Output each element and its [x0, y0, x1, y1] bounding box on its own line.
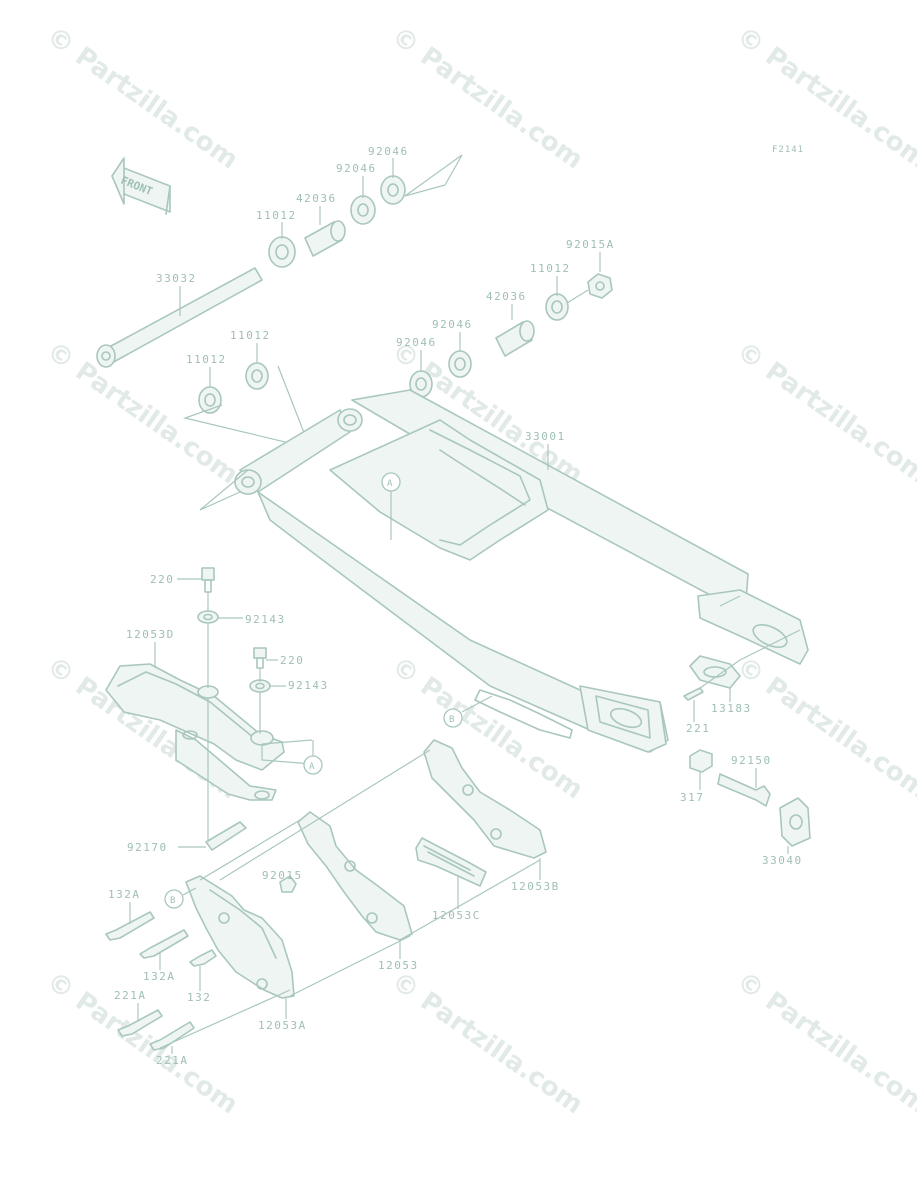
- part-label-11012: 11012: [530, 262, 571, 275]
- part-label-11012: 11012: [256, 209, 297, 222]
- part-label-92150: 92150: [731, 754, 772, 767]
- callout-B-lower: B: [164, 887, 197, 909]
- part-label-132A: 132A: [108, 888, 141, 901]
- callout-A-upper: A: [381, 472, 401, 540]
- part-label-92015: 92015: [262, 869, 303, 882]
- part-labels: 92046 92046 42036 11012 33032 92015A 110…: [108, 145, 803, 1067]
- diagram-code: F2141: [772, 145, 804, 155]
- chain-slider-12053D: [105, 567, 313, 851]
- part-label-92046: 92046: [396, 336, 437, 349]
- watermark: © Partzilla.com: [731, 21, 917, 175]
- callout-label: A: [387, 479, 393, 489]
- part-label-220: 220: [150, 573, 174, 586]
- part-label-92170: 92170: [127, 841, 168, 854]
- part-label-42036: 42036: [486, 290, 527, 303]
- part-label-12053C: 12053C: [432, 909, 481, 922]
- watermark: © Partzilla.com: [386, 966, 588, 1120]
- part-label-33032: 33032: [156, 272, 197, 285]
- part-label-12053A: 12053A: [258, 1019, 307, 1032]
- part-label-317: 317: [680, 791, 704, 804]
- part-label-12053: 12053: [378, 959, 419, 972]
- part-label-42036: 42036: [296, 192, 337, 205]
- part-label-12053B: 12053B: [511, 880, 560, 893]
- watermarks: © Partzilla.com © Partzilla.com © Partzi…: [41, 21, 917, 1120]
- watermark: © Partzilla.com: [731, 336, 917, 490]
- part-label-11012: 11012: [230, 329, 271, 342]
- callout-label: B: [449, 715, 454, 725]
- pivot-shaft-assembly: [96, 154, 463, 368]
- part-label-221: 221: [686, 722, 710, 735]
- part-label-13183: 13183: [711, 702, 752, 715]
- swingarm-33001: [199, 389, 809, 753]
- part-label-132: 132: [187, 991, 211, 1004]
- callout-B-upper: B: [443, 695, 493, 728]
- part-label-92046: 92046: [368, 145, 409, 158]
- watermark: © Partzilla.com: [41, 21, 243, 175]
- watermark: © Partzilla.com: [731, 651, 917, 805]
- part-label-221A: 221A: [156, 1054, 189, 1067]
- part-label-132A: 132A: [143, 970, 176, 983]
- part-label-92143: 92143: [245, 613, 286, 626]
- callout-A-lower: A: [303, 740, 323, 775]
- part-label-33001: 33001: [525, 430, 566, 443]
- right-pivot-assembly: [182, 273, 613, 449]
- part-label-92046: 92046: [432, 318, 473, 331]
- watermark: © Partzilla.com: [386, 21, 588, 175]
- watermark: © Partzilla.com: [731, 966, 917, 1120]
- front-arrow: FRONT: [111, 157, 171, 215]
- part-label-92046: 92046: [336, 162, 377, 175]
- callout-label: A: [309, 762, 315, 772]
- rear-adjuster-parts: [683, 629, 811, 847]
- chain-guide-assembly: [105, 739, 547, 1051]
- part-label-11012: 11012: [186, 353, 227, 366]
- callout-label: B: [170, 896, 175, 906]
- part-label-12053D: 12053D: [126, 628, 175, 641]
- part-label-92015A: 92015A: [566, 238, 615, 251]
- part-label-221A: 221A: [114, 989, 147, 1002]
- part-label-220: 220: [280, 654, 304, 667]
- part-label-92143: 92143: [288, 679, 329, 692]
- part-label-33040: 33040: [762, 854, 803, 867]
